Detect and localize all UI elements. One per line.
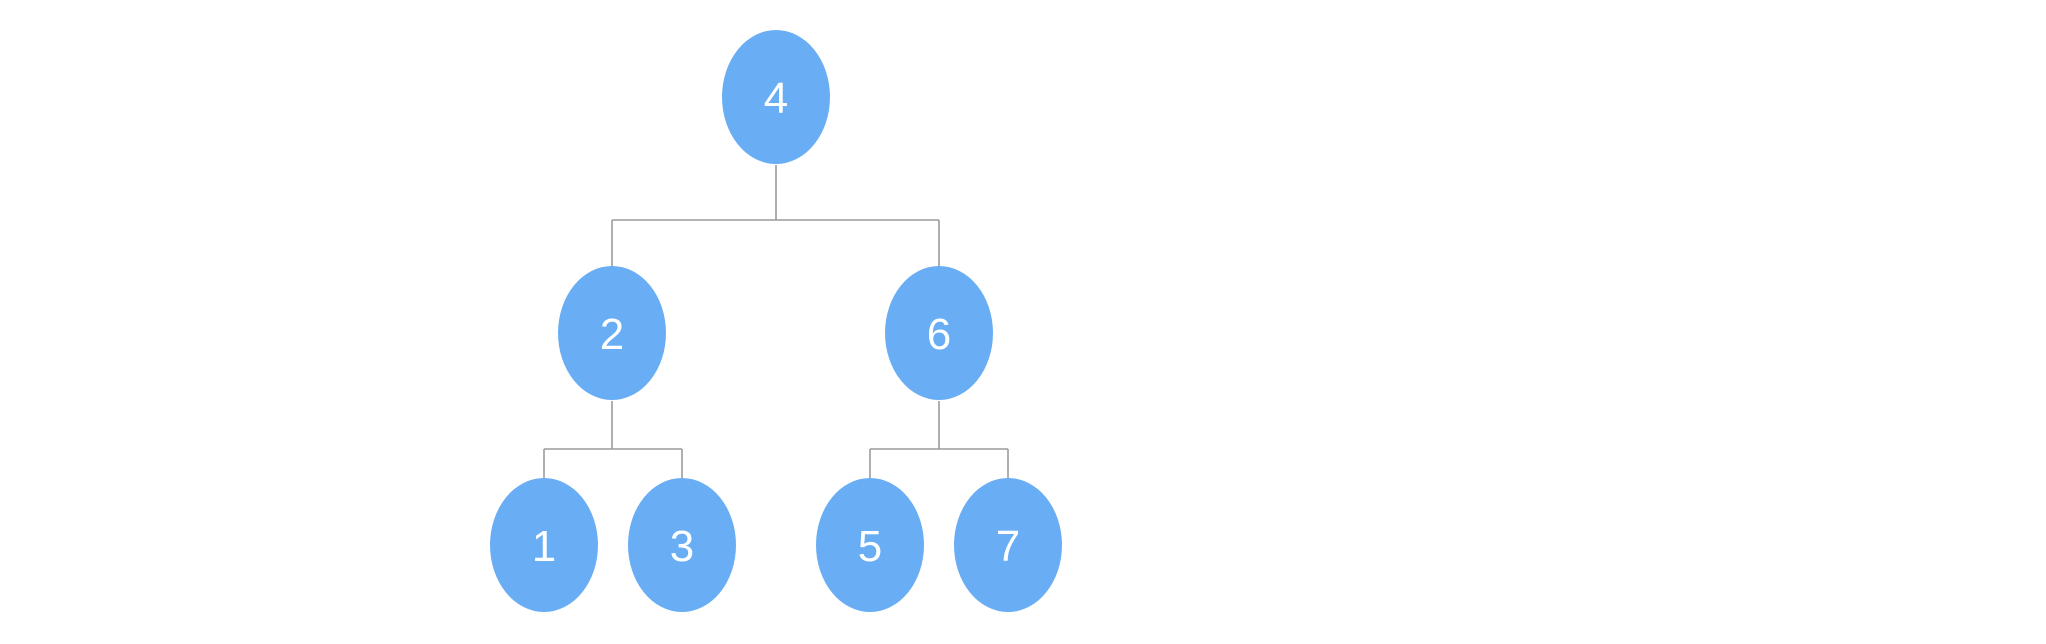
node-circle (490, 478, 598, 612)
node-label: 5 (858, 522, 882, 571)
connector-lines (543, 165, 1009, 480)
node-label: 4 (764, 74, 788, 123)
node-label: 7 (996, 522, 1020, 571)
node-circle (722, 30, 830, 164)
node-circle (816, 478, 924, 612)
tree-node-5: 5 (816, 478, 924, 612)
tree-node-6: 6 (885, 266, 993, 400)
node-circle (558, 266, 666, 400)
tree-node-7: 7 (954, 478, 1062, 612)
node-label: 3 (670, 522, 694, 571)
node-label: 6 (927, 310, 951, 359)
tree-node-4: 4 (722, 30, 830, 164)
node-label: 1 (532, 522, 556, 571)
tree-node-2: 2 (558, 266, 666, 400)
tree-nodes: 4 2 6 1 3 5 7 (490, 30, 1062, 612)
node-label: 2 (600, 310, 624, 359)
tree-node-3: 3 (628, 478, 736, 612)
node-circle (885, 266, 993, 400)
tree-node-1: 1 (490, 478, 598, 612)
node-circle (628, 478, 736, 612)
node-circle (954, 478, 1062, 612)
